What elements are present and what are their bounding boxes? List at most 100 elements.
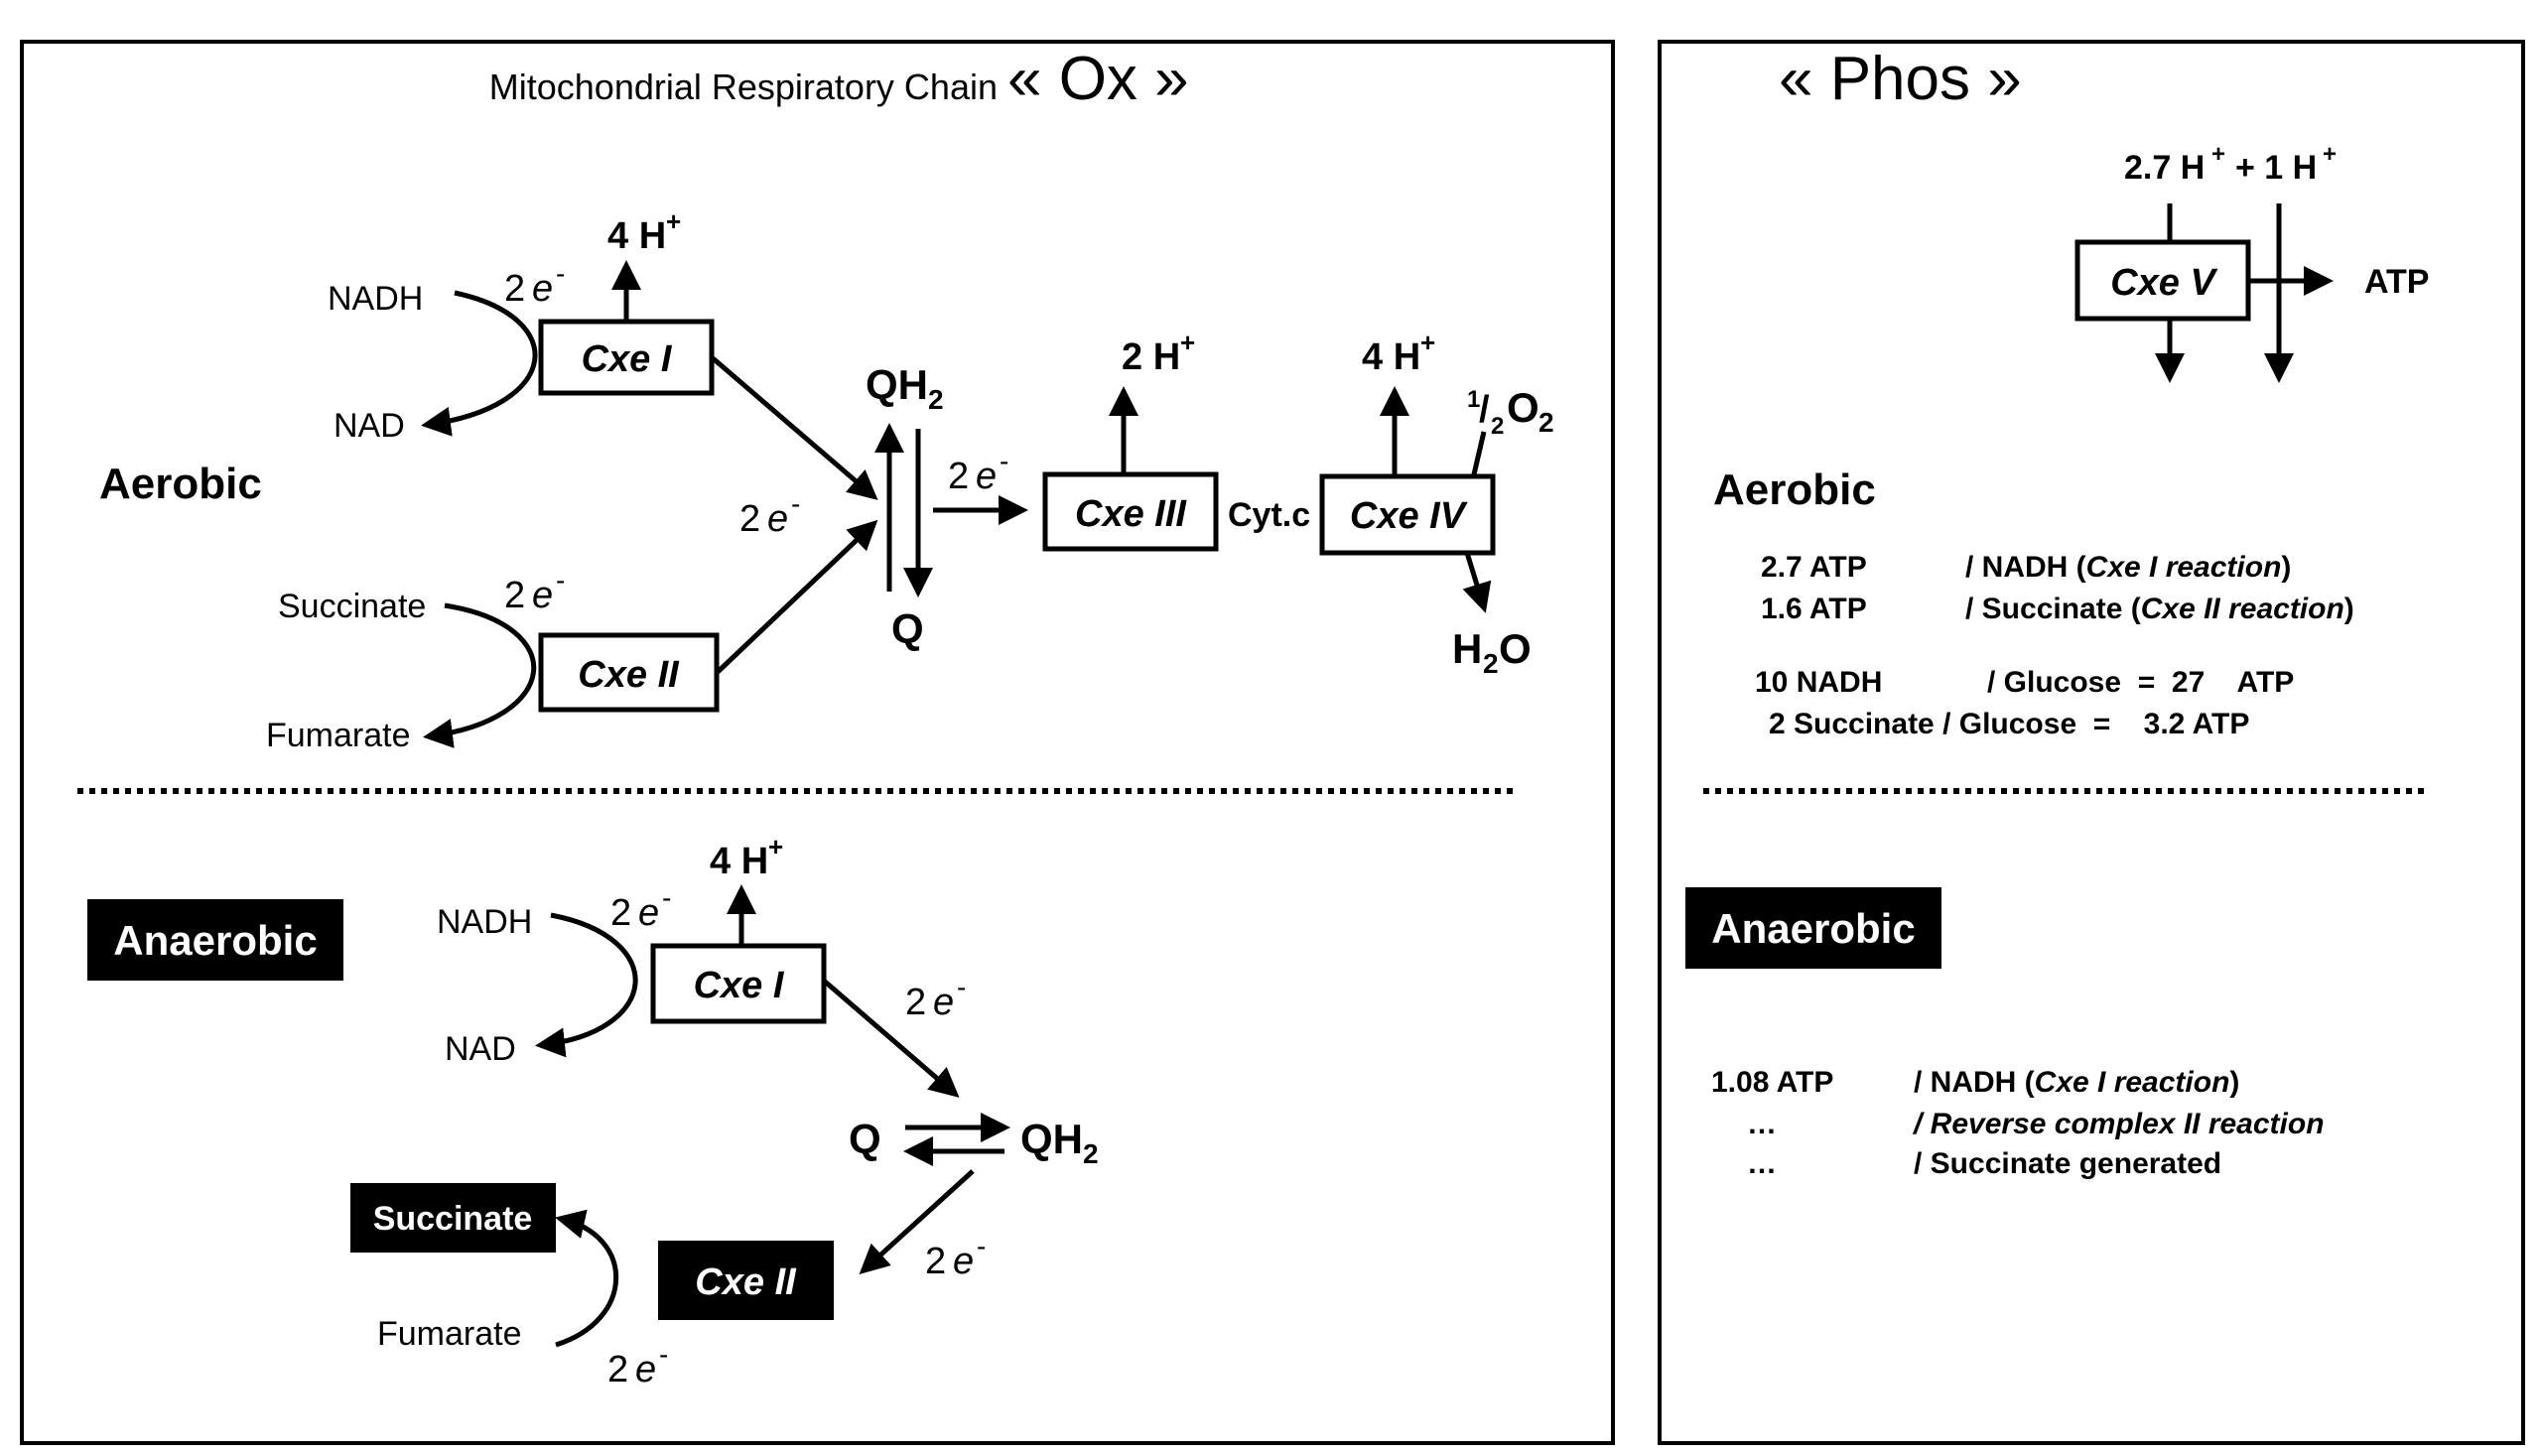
electron-label-to-q: 2 e - [739,488,800,540]
svg-text:-: - [659,1339,668,1370]
svg-text:Mitochondrial Respiratory Chai: Mitochondrial Respiratory Chain [489,66,998,107]
phos-aerobic-row2-value: 1.6 ATP [1761,593,1867,625]
anaerobic-cxe2-arc [555,1209,619,1348]
svg-text:e: e [635,1349,656,1390]
nad-label-anaerobic: NAD [445,1030,516,1068]
cxe3-proton-label: 2 H + [1122,328,1195,378]
svg-text:e: e [638,892,659,934]
cxe1-proton-label: 4 H + [607,206,681,257]
svg-text:2: 2 [739,498,760,540]
cxe4-proton-label: 4 H + [1362,328,1435,378]
q-label: Q [891,605,924,652]
cxe3-box [1042,471,1219,552]
cxe5-atp-label: ATP [2364,263,2429,301]
electron-label-anaerobic-cxe2: 2 e - [607,1339,668,1390]
anaerobic-cxe1-box [650,943,827,1024]
phos-panel-frame [1658,40,2525,1445]
electron-label-anaerobic-cxe1: 2 e - [610,882,671,934]
anaerobic-succinate-label: Succinate [373,1200,533,1238]
phos-aerobic-row4: 2 Succinate / Glucose = 3.2 ATP [1769,708,2249,740]
ox-panel-frame [20,40,1615,1445]
svg-text:2: 2 [905,982,926,1023]
svg-text:/: / [1479,389,1490,431]
svg-text:2: 2 [928,384,944,415]
anaerobic-succinate-badge [350,1183,556,1253]
svg-text:-: - [556,565,565,596]
anaerobic-qh2-label: QH 2 [1020,1116,1099,1169]
svg-text:O: O [1507,384,1539,431]
svg-text:e: e [767,498,788,540]
water-output-arrow [1462,552,1492,613]
phos-anaerobic-row2-value: … [1747,1108,1777,1140]
svg-text:4 H: 4 H [1362,336,1420,378]
anaerobic-cxe1-to-q-arrow [822,979,960,1098]
svg-text:e: e [532,575,553,616]
phos-anaerobic-row2-desc: / Reverse complex II reaction [1912,1108,2325,1140]
electron-label-cxe2: 2 e - [504,565,565,616]
anaerobic-label-ox: Anaerobic [113,917,317,964]
electron-label-anaerobic-to-cxe2: 2 e - [925,1231,986,1282]
svg-text:H: H [1452,625,1482,672]
svg-text:O: O [1499,625,1532,672]
nadh-label: NADH [328,280,423,318]
svg-text:+: + [2323,141,2337,168]
svg-text:+ 1 H: + 1 H [2235,149,2317,187]
svg-text:1: 1 [1467,386,1480,413]
svg-text:2: 2 [948,456,969,497]
phos-aerobic-row1-desc: / NADH (Cxe I reaction) [1965,551,2291,584]
cxe3-label: Cxe III [1075,493,1187,535]
anaerobic-badge-phos [1685,887,1941,969]
phos-anaerobic-row1-value: 1.08 ATP [1711,1066,1833,1099]
phos-anaerobic-row3-desc: / Succinate generated [1914,1147,2221,1180]
cxe2-electron-arc [423,602,537,748]
phos-proton-label: 2.7 H + + 1 H + [2124,141,2337,187]
svg-text:+: + [768,832,783,861]
svg-text:2 H: 2 H [1122,336,1180,378]
svg-text:+: + [1420,328,1435,357]
cxe1-to-q-arrow [710,355,878,500]
ox-title: Mitochondrial Respiratory Chain « Ox » [489,45,1189,113]
svg-text:+: + [666,206,681,236]
svg-text:2: 2 [1491,413,1504,440]
anaerobic-cxe1-proton-label: 4 H + [710,832,783,882]
svg-text:-: - [556,258,565,289]
svg-text:-: - [977,1231,986,1261]
nadh-label-anaerobic: NADH [437,903,532,941]
svg-text:e: e [933,982,954,1023]
anaerobic-cxe2-label: Cxe II [695,1261,797,1303]
phos-anaerobic-row3-value: … [1747,1147,1777,1180]
h2o-label: H 2 O [1452,625,1532,679]
svg-text:e: e [953,1241,974,1282]
svg-text:4 H: 4 H [710,841,768,882]
anaerobic-cxe2-box [658,1241,834,1320]
svg-text:QH: QH [1020,1116,1083,1162]
anaerobic-cxe1-arc [535,912,638,1058]
svg-text:2: 2 [610,892,631,934]
phos-title: « Phos » [1779,45,2022,113]
svg-text:2: 2 [607,1349,628,1390]
svg-text:+: + [1180,328,1195,357]
qh2-label: QH 2 [866,361,944,415]
anaerobic-q-label: Q [849,1116,881,1162]
electron-label-anaerobic-to-q: 2 e - [905,972,966,1023]
anaerobic-fumarate-label: Fumarate [377,1315,522,1353]
svg-text:« Ox »: « Ox » [1007,45,1189,113]
half-o2-label: 1 / 2 O 2 [1467,384,1554,440]
svg-text:2: 2 [504,268,525,310]
svg-text:2.7 H: 2.7 H [2124,149,2205,187]
cxe4-box [1319,473,1496,556]
anaerobic-cxe1-label: Cxe I [694,965,785,1006]
anaerobic-label-phos: Anaerobic [1711,905,1915,952]
cytc-label: Cyt.c [1228,496,1310,534]
svg-text:e: e [532,268,553,310]
svg-text:QH: QH [866,361,928,408]
svg-text:-: - [791,488,800,519]
electron-label-to-cxe3: 2 e - [948,446,1008,497]
cxe5-box [2074,239,2251,322]
cxe1-box [538,319,715,396]
svg-text:2: 2 [1483,648,1499,679]
svg-text:2: 2 [925,1241,946,1282]
svg-text:4 H: 4 H [607,215,666,257]
cxe2-box [538,632,720,713]
cxe2-to-q-arrow [715,519,878,675]
